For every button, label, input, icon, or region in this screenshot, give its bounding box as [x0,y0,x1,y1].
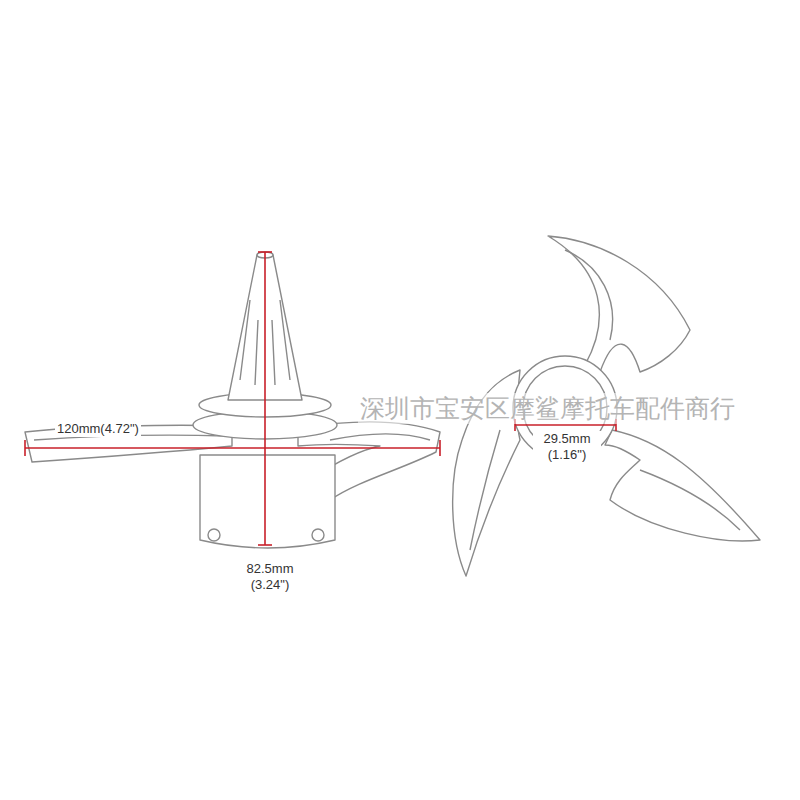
dimension-label: 82.5mm (3.24") [236,561,304,594]
blade-slot [565,250,613,340]
prop-blade [605,430,760,541]
dimension-tick [258,544,272,546]
dimension-line [515,424,616,426]
dimension-label: 120mm(4.72") [55,421,141,437]
blade-slot [640,470,740,530]
blade-slot [330,434,430,440]
dimension-line [264,252,266,545]
bolt-hole [312,529,324,541]
dimension-label: 29.5mm (1.16") [533,431,601,464]
blade-slot [470,430,500,550]
dimension-tick [24,440,26,456]
watermark: 深圳市宝安区摩鲨摩托车配件商行 [358,393,737,424]
bolt-hole [208,529,220,541]
dimension-line [25,447,440,449]
prop-blade [548,236,690,372]
base-cylinder [200,455,335,548]
dimension-tick [258,251,272,253]
dimension-tick [439,440,441,456]
